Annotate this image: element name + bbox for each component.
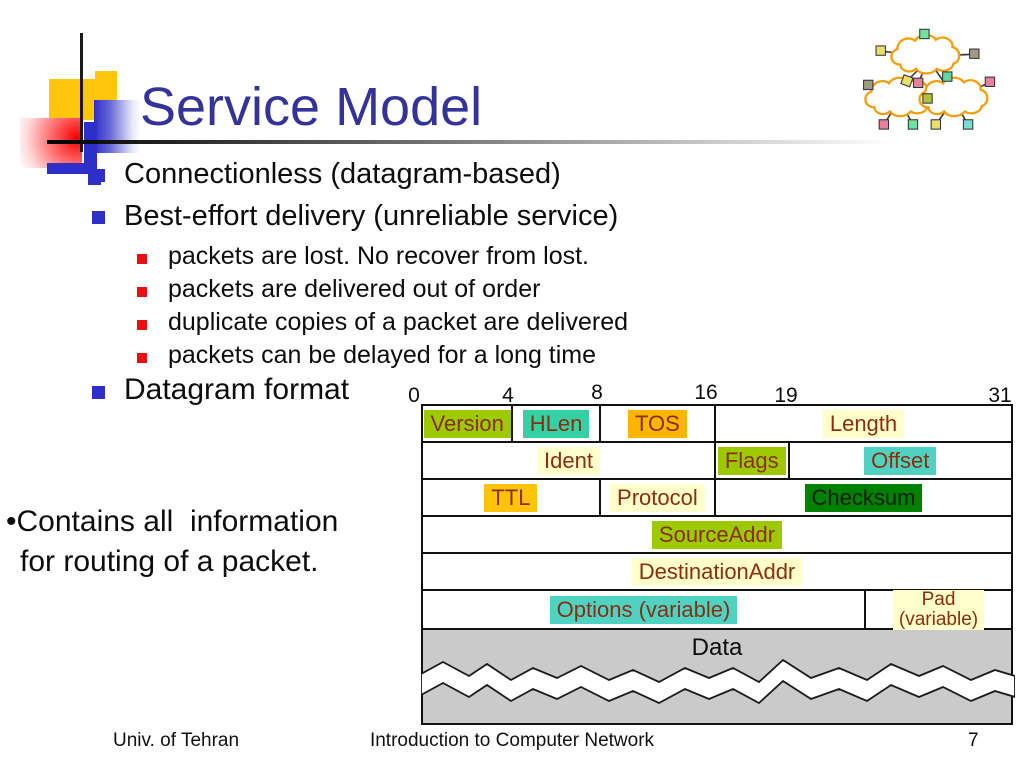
- bit-label-8: 8: [591, 381, 603, 404]
- decor-yellow-square-small: [95, 71, 117, 102]
- bullet-l1-connectionless: Connectionless (datagram-based): [124, 158, 561, 190]
- field-hlen: HLen: [513, 406, 601, 441]
- note-contains-info: •Contains all information for routing of…: [6, 502, 338, 582]
- footer-institution: Univ. of Tehran: [113, 730, 240, 751]
- network-clouds-icon: [863, 28, 996, 130]
- field-label-length: Length: [822, 409, 905, 438]
- decor-yellow-square: [49, 79, 96, 120]
- field-label-hlen: HLen: [522, 409, 590, 438]
- field-label-data: Data: [691, 634, 743, 661]
- bullet-square: [92, 211, 105, 224]
- field-label-flags: Flags: [717, 446, 786, 475]
- table-row: Ident Flags Offset: [423, 443, 1011, 480]
- field-tos: TOS: [601, 406, 717, 441]
- table-row: SourceAddr: [423, 517, 1011, 554]
- field-label-destination-addr: DestinationAddr: [631, 557, 803, 586]
- field-length: Length: [716, 406, 1011, 441]
- sub-bullet-square: [137, 287, 147, 297]
- tear-zigzag: [421, 658, 1015, 705]
- field-offset: Offset: [790, 443, 1011, 478]
- bit-label-19: 19: [774, 384, 798, 407]
- table-row: TTL Protocol Checksum: [423, 480, 1011, 517]
- sub-bullet-square: [137, 353, 147, 363]
- bullet-l2-out-of-order: packets are delivered out of order: [168, 275, 541, 303]
- footer-page-number: 7: [968, 730, 979, 751]
- note-bullet-dot: •: [6, 505, 17, 538]
- table-row: Version HLen TOS Length: [423, 406, 1011, 443]
- table-row: Options (variable) Pad (variable): [423, 588, 1011, 630]
- pad-line1: Pad: [921, 588, 956, 610]
- bit-label-0: 0: [408, 384, 420, 407]
- bullet-l2-duplicate: duplicate copies of a packet are deliver…: [168, 308, 629, 336]
- decor-blue-bar-horizontal: [47, 163, 95, 174]
- field-label-offset: Offset: [864, 446, 937, 475]
- field-options: Options (variable): [423, 591, 866, 628]
- slide-title: Service Model: [140, 77, 483, 137]
- title-underline: [47, 140, 967, 144]
- pad-line2: (variable): [898, 608, 979, 630]
- footer-course-title: Introduction to Computer Network: [369, 730, 655, 751]
- field-destination-addr: DestinationAddr: [423, 554, 1011, 589]
- decor-vertical-line: [80, 33, 83, 152]
- field-flags: Flags: [716, 443, 790, 478]
- bit-label-31: 31: [988, 384, 1012, 407]
- field-protocol: Protocol: [601, 480, 717, 515]
- field-label-ident: Ident: [537, 446, 600, 475]
- field-label-checksum: Checksum: [804, 483, 923, 512]
- sub-bullet-square: [137, 320, 147, 330]
- bullet-l2-delayed: packets can be delayed for a long time: [168, 341, 597, 369]
- field-label-protocol: Protocol: [610, 483, 705, 512]
- field-label-source-addr: SourceAddr: [651, 520, 783, 549]
- bullet-l1-datagram-format: Datagram format: [124, 373, 350, 406]
- table-row: DestinationAddr: [423, 554, 1011, 591]
- field-checksum: Checksum: [716, 480, 1011, 515]
- field-label-pad: Pad (variable): [892, 588, 985, 630]
- bullet-square: [92, 386, 105, 399]
- field-ident: Ident: [423, 443, 716, 478]
- bullet-square: [92, 169, 105, 182]
- decor-blue-gradient-square: [94, 100, 141, 153]
- bullet-l1-best-effort: Best-effort delivery (unreliable service…: [124, 200, 619, 232]
- note-line2: for routing of a packet.: [20, 545, 319, 578]
- field-label-options: Options (variable): [549, 595, 738, 624]
- field-source-addr: SourceAddr: [423, 517, 1011, 552]
- bit-label-4: 4: [502, 384, 514, 407]
- bullet-l2-lost: packets are lost. No recover from lost.: [168, 242, 589, 270]
- field-label-ttl: TTL: [484, 483, 538, 512]
- field-ttl: TTL: [423, 480, 601, 515]
- bit-label-16: 16: [694, 381, 718, 404]
- sub-bullet-square: [137, 254, 147, 264]
- note-line1: Contains all information: [16, 505, 339, 538]
- field-label-tos: TOS: [627, 409, 687, 438]
- field-pad: Pad (variable): [866, 588, 1011, 630]
- field-data-area: Data: [421, 630, 1015, 725]
- decor-blue-bar-vertical: [84, 122, 97, 173]
- field-version: Version: [423, 406, 514, 441]
- datagram-format-table: Version HLen TOS Length Ident Flags Offs…: [421, 404, 1013, 630]
- field-label-version: Version: [423, 409, 511, 438]
